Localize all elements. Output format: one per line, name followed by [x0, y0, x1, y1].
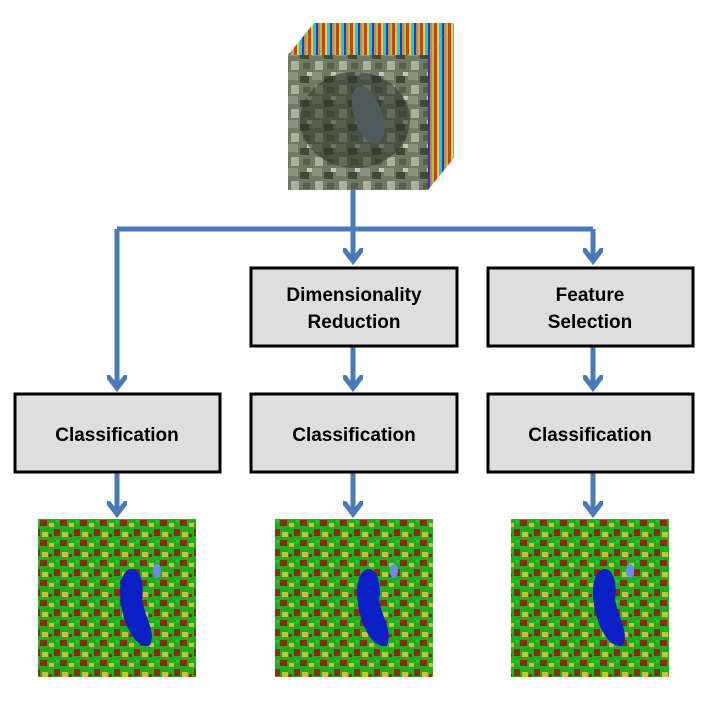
classification-label: Classification	[55, 425, 179, 446]
box-label-line2: Selection	[548, 312, 632, 333]
dimensionality-reduction-box: Dimensionality Reduction	[249, 266, 459, 348]
box-label-line1: Feature	[556, 285, 625, 306]
classification-map-icon	[38, 519, 196, 677]
feature-selection-box: Feature Selection	[486, 266, 695, 348]
hyperspectral-cube-icon	[288, 23, 454, 190]
box-label-line1: Dimensionality	[286, 285, 422, 306]
classification-box-2: Classification	[249, 392, 459, 474]
classification-label: Classification	[528, 425, 652, 446]
classification-box-3: Classification	[486, 392, 695, 474]
classification-map-icon	[275, 519, 433, 677]
classification-map-icon	[511, 519, 669, 677]
box-label-line2: Reduction	[308, 312, 401, 333]
classification-label: Classification	[292, 425, 416, 446]
connector-lines	[117, 190, 593, 512]
classification-box-1: Classification	[13, 392, 222, 474]
